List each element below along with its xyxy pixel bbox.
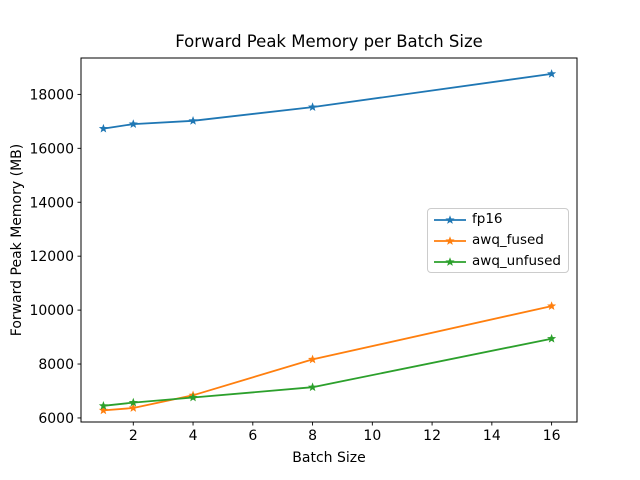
fp16-marker (308, 102, 318, 111)
awq_fused-line (103, 305, 552, 412)
legend-label-awq_unfused: awq_unfused (472, 253, 561, 269)
x-tick-label: 8 (308, 428, 317, 444)
fp16-marker (188, 116, 198, 125)
x-tick-label: 14 (483, 428, 501, 444)
legend-star-sample (445, 235, 455, 245)
fp16-marker (98, 123, 108, 133)
awq_unfused-line (103, 337, 552, 407)
y-tick-label: 8000 (38, 357, 74, 373)
legend-star-sample (445, 214, 455, 224)
legend-label-awq_fused: awq_fused (472, 232, 544, 248)
awq_unfused-marker (128, 397, 138, 407)
y-tick-label: 10000 (29, 303, 74, 319)
x-tick-label: 6 (248, 428, 257, 444)
awq_fused-marker (98, 405, 108, 415)
x-axis-label: Batch Size (292, 450, 366, 466)
x-tick-label: 10 (363, 428, 381, 444)
legend-entry-awq_unfused: awq_unfused (433, 251, 568, 272)
awq_unfused-marker (308, 382, 318, 392)
legend: fp16 awq_fused awq_unfused (427, 208, 569, 273)
legend-star-marker-awq_unfused (434, 256, 466, 266)
y-tick-label: 6000 (38, 411, 74, 427)
legend-star-sample (445, 256, 455, 266)
legend-entry-awq_fused: awq_fused (433, 230, 568, 251)
awq_fused-marker (547, 301, 557, 310)
awq_fused-marker (128, 403, 138, 412)
legend-star-marker-fp16 (434, 214, 466, 224)
y-tick-label: 12000 (29, 249, 74, 265)
fp16-marker (128, 119, 138, 128)
x-tick-label: 4 (189, 428, 198, 444)
fp16-marker (547, 69, 557, 78)
x-tick-label: 12 (423, 428, 441, 444)
y-tick-label: 18000 (29, 87, 74, 103)
y-axis-label: Forward Peak Memory (MB) (9, 143, 25, 337)
legend-star-marker-awq_fused (434, 235, 466, 245)
plot-border (80, 57, 578, 423)
awq_unfused-marker (547, 333, 557, 343)
y-tick-label: 14000 (29, 195, 74, 211)
awq_unfused-marker (188, 392, 198, 402)
x-tick-label: 2 (129, 428, 138, 444)
awq_fused-marker (308, 354, 318, 364)
legend-entry-fp16: fp16 (433, 209, 568, 230)
legend-label-fp16: fp16 (472, 211, 503, 227)
y-tick-label: 16000 (29, 141, 74, 157)
chart-title: Forward Peak Memory per Batch Size (175, 32, 483, 51)
awq_unfused-marker (98, 401, 108, 410)
x-tick-label: 16 (543, 428, 561, 444)
fp16-line (103, 73, 552, 130)
